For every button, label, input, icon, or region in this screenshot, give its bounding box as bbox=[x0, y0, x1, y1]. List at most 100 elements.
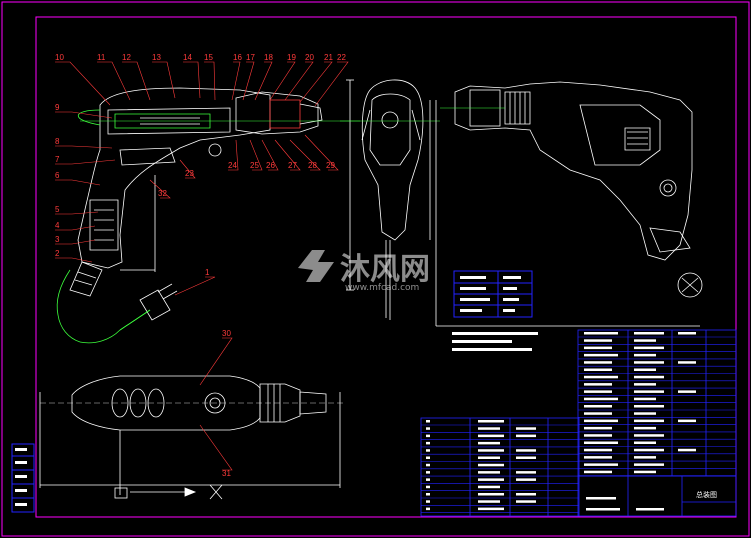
part-label: 29 bbox=[326, 161, 335, 170]
bom-cell-text bbox=[584, 339, 612, 342]
bom-cell-text bbox=[478, 478, 504, 481]
bom-cell-text bbox=[634, 434, 664, 437]
bom-cell-text bbox=[516, 493, 536, 496]
top-view-leaders bbox=[199, 337, 233, 471]
bom-cell-text bbox=[478, 463, 504, 467]
bom-cell-text bbox=[584, 434, 612, 437]
bom-cell-text bbox=[634, 397, 656, 401]
part-label: 2 bbox=[55, 249, 60, 258]
bom-cell-text bbox=[634, 339, 656, 342]
part-label: 27 bbox=[288, 161, 297, 170]
part-label: 5 bbox=[55, 205, 60, 214]
bom-cell-text bbox=[426, 420, 430, 423]
watermark-brand: 沐风网 bbox=[340, 252, 430, 287]
part-label: 9 bbox=[55, 103, 60, 112]
bom-cell-text bbox=[516, 434, 536, 438]
bom-cell-text bbox=[516, 500, 536, 503]
part-label: 17 bbox=[246, 53, 255, 62]
part-label: 7 bbox=[55, 155, 60, 164]
bom-cell-text bbox=[426, 507, 430, 511]
part-number-leaders bbox=[55, 61, 349, 296]
bom-cell-text bbox=[478, 507, 504, 511]
bom-cell-text bbox=[426, 441, 430, 445]
bom-cell-text bbox=[634, 332, 664, 335]
part-label: 4 bbox=[55, 221, 60, 230]
side-view-drill bbox=[435, 81, 703, 327]
bom-cell-text bbox=[634, 353, 656, 357]
part-label: 12 bbox=[122, 53, 131, 62]
part-label: 1 bbox=[205, 268, 210, 277]
part-label: 28 bbox=[308, 161, 317, 170]
part-label: 19 bbox=[287, 53, 296, 62]
bom-cell-text bbox=[426, 485, 430, 489]
bom-cell-text bbox=[516, 478, 536, 481]
bom-cell-text bbox=[634, 448, 664, 452]
bom-cell-text bbox=[478, 441, 500, 445]
bom-cell-text bbox=[586, 497, 616, 500]
part-label: 6 bbox=[55, 171, 60, 180]
part-label: 10 bbox=[55, 53, 64, 62]
bom-cell-text bbox=[478, 471, 500, 474]
bom-cell-text bbox=[636, 508, 664, 511]
bom-cell-text bbox=[584, 463, 618, 466]
bom-cell-text bbox=[584, 390, 612, 393]
power-plug bbox=[119, 283, 178, 331]
part-label: 3 bbox=[55, 235, 60, 244]
bom-cell-text bbox=[426, 493, 430, 496]
bom-cell-text bbox=[516, 471, 536, 474]
bom-cell-text bbox=[478, 420, 504, 423]
bom-cell-text bbox=[584, 346, 612, 350]
bill-of-materials bbox=[420, 329, 737, 517]
bom-cell-text bbox=[634, 470, 656, 474]
top-view-drill bbox=[39, 375, 345, 500]
part-label: 13 bbox=[152, 53, 161, 62]
part-label: 24 bbox=[228, 161, 237, 170]
bom-cell-text bbox=[516, 456, 536, 459]
side-stamp-block bbox=[11, 443, 35, 513]
bom-cell-text bbox=[478, 456, 500, 459]
bom-cell-text bbox=[634, 426, 656, 430]
bom-cell-text bbox=[634, 419, 664, 423]
bom-cell-text bbox=[584, 332, 618, 335]
part-label: 25 bbox=[250, 161, 259, 170]
bom-cell-text bbox=[426, 471, 430, 474]
bom-cell-text bbox=[426, 456, 430, 459]
bom-cell-text bbox=[516, 449, 536, 452]
bom-rows bbox=[421, 332, 736, 513]
bom-cell-text bbox=[678, 332, 696, 335]
bom-cell-text bbox=[634, 346, 664, 350]
bom-cell-text bbox=[584, 441, 618, 444]
bom-cell-text bbox=[634, 361, 664, 364]
bom-cell-text bbox=[426, 463, 430, 467]
bom-cell-text bbox=[634, 375, 664, 379]
part-label: 26 bbox=[266, 161, 275, 170]
bom-cell-text bbox=[678, 419, 696, 423]
bom-cell-text bbox=[678, 448, 696, 452]
bom-cell-text bbox=[584, 470, 612, 474]
part-label: 20 bbox=[305, 53, 314, 62]
bom-cell-text bbox=[634, 412, 656, 415]
bom-cell-text bbox=[478, 500, 500, 503]
watermark: 沐风网 www.mfcad.com bbox=[298, 250, 430, 293]
bom-cell-text bbox=[584, 426, 612, 430]
part-label: 11 bbox=[97, 53, 106, 62]
bom-cell-text bbox=[426, 434, 430, 438]
bom-cell-text bbox=[634, 405, 664, 408]
bom-cell-text bbox=[584, 397, 618, 401]
bom-cell-text bbox=[634, 456, 656, 459]
inner-frame bbox=[35, 16, 737, 518]
bom-cell-text bbox=[584, 419, 618, 423]
bom-cell-text bbox=[426, 449, 430, 452]
part-label: 18 bbox=[264, 53, 273, 62]
bom-cell-text bbox=[584, 361, 612, 364]
bom-cell-text bbox=[426, 478, 430, 481]
technical-notes bbox=[452, 332, 538, 351]
bom-cell-text bbox=[584, 368, 612, 371]
end-view-drill bbox=[340, 79, 440, 320]
bom-cell-text bbox=[634, 368, 656, 371]
bom-cell-text bbox=[478, 485, 500, 489]
bom-cell-text bbox=[634, 441, 656, 444]
parameter-table bbox=[453, 270, 533, 318]
